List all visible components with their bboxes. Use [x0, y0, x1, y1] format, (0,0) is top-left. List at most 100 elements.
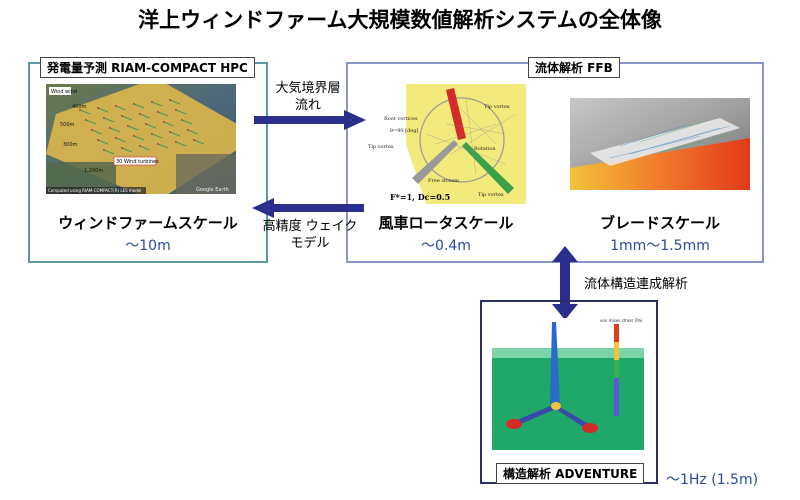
- blade-red: [446, 88, 466, 140]
- turbine-wake: [169, 131, 181, 137]
- label-tip-vortex-1: Tip vortex: [484, 104, 510, 110]
- structure-value: 〜1Hz (1.5m): [666, 472, 759, 488]
- wake-model-text: 高精度 ウェイクモデル: [262, 219, 358, 251]
- turbine-marker: [175, 109, 177, 111]
- fsi-note: 流体構造連成解析: [584, 277, 689, 292]
- boundary-layer-note: 大気境界層 流れ: [268, 80, 348, 114]
- turbine-wake: [157, 143, 169, 149]
- turbine-marker: [121, 147, 123, 149]
- turbine-wake: [151, 133, 163, 139]
- arrow-right: [254, 110, 366, 130]
- windfarm-panel-label: 発電量予測 RIAM-COMPACT HPC: [40, 57, 255, 78]
- turbine-marker: [139, 113, 141, 115]
- fsi-double-arrow: [552, 246, 578, 320]
- windfarm-scale-value: 〜10m: [125, 238, 171, 254]
- turbine-marker: [193, 139, 195, 141]
- rotor-scale-title: 風車ロータスケール: [378, 214, 514, 232]
- turbine-marker: [109, 127, 111, 129]
- arrow-left: [252, 198, 364, 218]
- float-right: [582, 423, 598, 433]
- turbine-wake: [169, 99, 181, 105]
- distance-a: 400m: [72, 104, 87, 110]
- turbine-marker: [85, 119, 87, 121]
- turbulence-structures: [609, 123, 731, 159]
- turbine-marker: [103, 149, 105, 151]
- turbine-wake: [193, 139, 205, 145]
- turbine-marker: [79, 109, 81, 111]
- turbine-wake: [91, 129, 103, 135]
- turbine-wake: [109, 127, 121, 133]
- turbulence-structures-green: [639, 119, 741, 153]
- turbine-marker: [187, 129, 189, 131]
- turbine-marker: [181, 119, 183, 121]
- page-title: 洋上ウィンドファーム大規模数値解析システムの全体像: [138, 8, 662, 32]
- blade-svg: [570, 98, 750, 190]
- label-params: F*=1, Dc=0.5: [390, 192, 450, 202]
- turbine-wake: [133, 103, 145, 109]
- blade-scale-title: ブレードスケール: [599, 214, 720, 232]
- turbines-label: 30 Wind turbines: [116, 159, 159, 165]
- sea-surface: [492, 348, 644, 358]
- turbine-marker: [103, 117, 105, 119]
- turbine-marker: [169, 131, 171, 133]
- colorbar-low: [614, 360, 619, 378]
- wind-label: Wind wind: [51, 89, 77, 95]
- turbine-marker: [157, 143, 159, 145]
- wind-label-box: [49, 87, 71, 95]
- turbine-wake: [85, 119, 97, 125]
- turbine-wake: [115, 105, 127, 111]
- turbine-marker: [133, 103, 135, 105]
- label-tip-vortex-2: Tip vortex: [368, 144, 394, 150]
- turbine-marker: [169, 99, 171, 101]
- turbine-marker: [115, 137, 117, 139]
- turbine-marker: [175, 141, 177, 143]
- rotor-scale-value: 〜0.4m: [421, 238, 471, 254]
- turbine-marker: [121, 115, 123, 117]
- turbines-label-box: [113, 156, 157, 166]
- fsi-double-arrow-shape: [552, 246, 578, 320]
- blade-gray: [412, 140, 458, 184]
- label-rotation: Rotation: [474, 146, 496, 152]
- legend-title: von mises stress (Pa): [600, 318, 643, 323]
- float-center: [551, 402, 561, 410]
- turbine-marker: [163, 121, 165, 123]
- turbine-wake: [163, 121, 175, 127]
- land-area-2: [176, 154, 236, 194]
- colorbar-high: [614, 324, 619, 342]
- turbine-wake: [97, 107, 109, 113]
- vortex-streaks: [425, 98, 517, 175]
- blade-scale-value: 1mm〜1.5mm: [610, 238, 710, 254]
- turbine-wake: [139, 113, 151, 119]
- turbine-wake: [151, 101, 163, 107]
- turbine-wake: [121, 115, 133, 121]
- structure-panel-label: 構造解析 ADVENTURE: [496, 463, 645, 484]
- surface-pressure: [570, 138, 750, 190]
- float-arm-right: [554, 404, 592, 430]
- turbine-wake: [145, 123, 157, 129]
- image-brand: Google Earth: [196, 187, 229, 193]
- turbine-marker: [157, 111, 159, 113]
- wake-model-note: 高精度 ウェイクモデル: [262, 218, 358, 252]
- label-deg: θ=90 [deg]: [390, 128, 418, 134]
- rotor-disc: [419, 97, 505, 183]
- colorbar-mid: [614, 342, 619, 360]
- rotor-svg: Tip vortex Root vortices θ=90 [deg] Tip …: [366, 84, 526, 204]
- blade-flow-image: [570, 98, 750, 190]
- turbine-wake: [97, 139, 109, 145]
- structure-stress-image: von mises stress (Pa): [492, 318, 644, 450]
- turbine-marker: [139, 145, 141, 147]
- turbine-marker: [145, 123, 147, 125]
- label-free-stream: Free stream: [428, 178, 459, 184]
- distance-b: 500m: [60, 122, 75, 128]
- label-tip-vortex-3: Tip vortex: [478, 192, 504, 198]
- turbine-wake: [175, 141, 187, 147]
- turbine-marker: [127, 125, 129, 127]
- sea-area: [492, 348, 644, 450]
- structure-svg: von mises stress (Pa): [492, 318, 644, 450]
- turbine-wake: [121, 147, 133, 153]
- float-arm-left: [512, 404, 558, 426]
- label-root-vortices: Root vortices: [384, 116, 418, 122]
- arrow-left-shape: [252, 198, 364, 218]
- fluid-panel-label: 流体解析 FFB: [528, 57, 620, 78]
- turbine-wake: [103, 117, 115, 123]
